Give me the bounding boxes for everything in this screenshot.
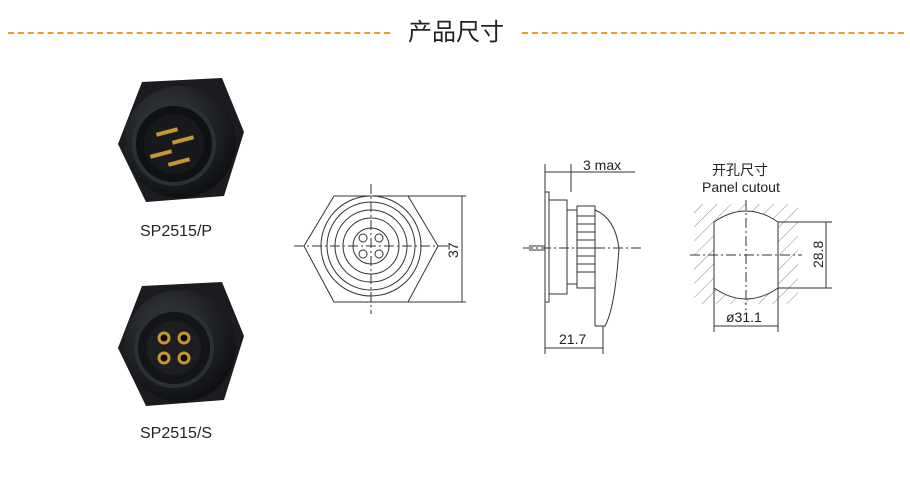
header-dashed-rule-right xyxy=(522,32,904,34)
panel-cutout-drawing: 开孔尺寸 Panel cutout 28.8 ø31.1 xyxy=(690,160,840,344)
side-length-dimension: 21.7 xyxy=(559,331,586,347)
product-image-plug xyxy=(112,72,248,212)
side-max-dimension: 3 max xyxy=(583,158,621,173)
front-view-drawing: 37 xyxy=(290,180,480,324)
product-label-socket: SP2515/S xyxy=(140,425,213,442)
product-image-socket xyxy=(112,276,248,416)
header-dashed-rule-left xyxy=(8,32,390,34)
cutout-height-dimension: 28.8 xyxy=(810,241,826,268)
section-title: 产品尺寸 xyxy=(408,18,504,46)
cutout-title-en: Panel cutout xyxy=(702,179,780,195)
cutout-diameter-dimension: ø31.1 xyxy=(726,309,762,325)
product-label-plug: SP2515/P xyxy=(140,223,213,240)
cutout-title-cn: 开孔尺寸 xyxy=(712,162,768,178)
front-height-dimension: 37 xyxy=(445,242,461,258)
section-header: 产品尺寸 xyxy=(0,14,910,54)
side-view-drawing: 3 max 21.7 xyxy=(515,157,665,362)
